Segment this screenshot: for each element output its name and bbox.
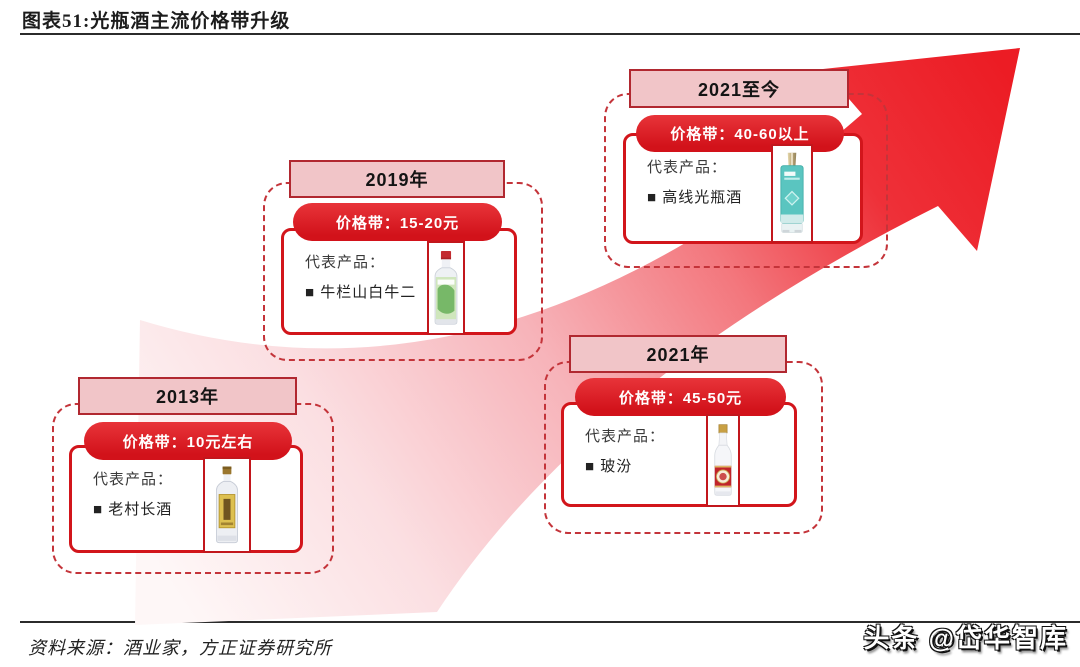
stage-2013-year-header: 2013年 [78,377,297,415]
stage-2021-to-now-bottle-image [771,144,813,243]
product-name: ■ 牛栏山白牛二 [305,284,417,301]
product-prefix-label: 代表产品： [647,159,728,176]
stage-2021-bottle-image [706,414,740,507]
product-name: ■ 玻汾 [585,458,633,475]
stage-2013-product-panel: 代表产品： ■ 老村长酒 [69,445,303,553]
gaoxian-bottle-icon [780,152,804,233]
watermark: 头条 @岱华智库 [863,623,1068,653]
stage-2019-product-panel: 代表产品： ■ 牛栏山白牛二 [281,228,517,335]
stage-2021-to-now-price-pill: 价格带：40-60以上 [636,115,844,152]
stage-2021-to-now-year-header: 2021至今 [629,69,849,108]
source-note: 资料来源：酒业家，方正证券研究所 [28,638,332,658]
stage-2021-price-pill: 价格带：45-50元 [575,378,786,416]
stage-2013-price-pill: 价格带：10元左右 [84,422,292,460]
bofen-bottle-icon [714,424,732,496]
top-divider [20,33,1080,35]
stage-2019-bottle-image [427,241,465,335]
product-name: ■ 老村长酒 [93,501,173,518]
laocunzhang-bottle-icon [216,466,238,544]
page-title: 图表51:光瓶酒主流价格带升级 [22,11,291,32]
stage-2021-product-panel: 代表产品： ■ 玻汾 [561,402,797,507]
niulanshan-bottle-icon [434,250,458,325]
product-name: ■ 高线光瓶酒 [647,189,743,206]
product-prefix-label: 代表产品： [93,471,174,488]
stage-2019-price-pill: 价格带：15-20元 [293,203,502,241]
product-prefix-label: 代表产品： [305,254,386,271]
stage-2021-year-header: 2021年 [569,335,787,373]
stage-2019-year-header: 2019年 [289,160,505,198]
product-prefix-label: 代表产品： [585,428,666,445]
stage-2013-bottle-image [203,457,251,553]
bottom-divider [20,621,1080,623]
